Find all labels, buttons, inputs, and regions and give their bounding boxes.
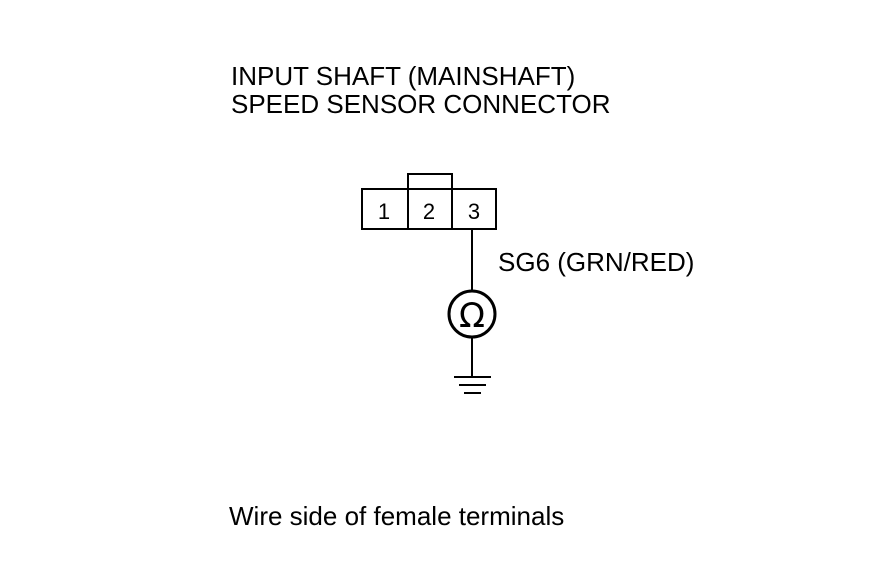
connector-lock-tab [407, 173, 453, 190]
ohm-symbol: Ω [459, 296, 485, 336]
pin-1-label: 1 [378, 199, 390, 224]
pin-3-label: 3 [468, 199, 480, 224]
terminal-view-caption: Wire side of female terminals [229, 501, 565, 531]
wire-label: SG6 (GRN/RED) [498, 247, 695, 277]
connector [361, 173, 497, 230]
connector-title-line-2: SPEED SENSOR CONNECTOR [231, 89, 611, 119]
ground-icon [454, 376, 491, 394]
pin-2-label: 2 [423, 199, 435, 224]
connector-title-line-1: INPUT SHAFT (MAINSHAFT) [231, 61, 576, 91]
ohmmeter-icon: Ω [447, 289, 497, 339]
